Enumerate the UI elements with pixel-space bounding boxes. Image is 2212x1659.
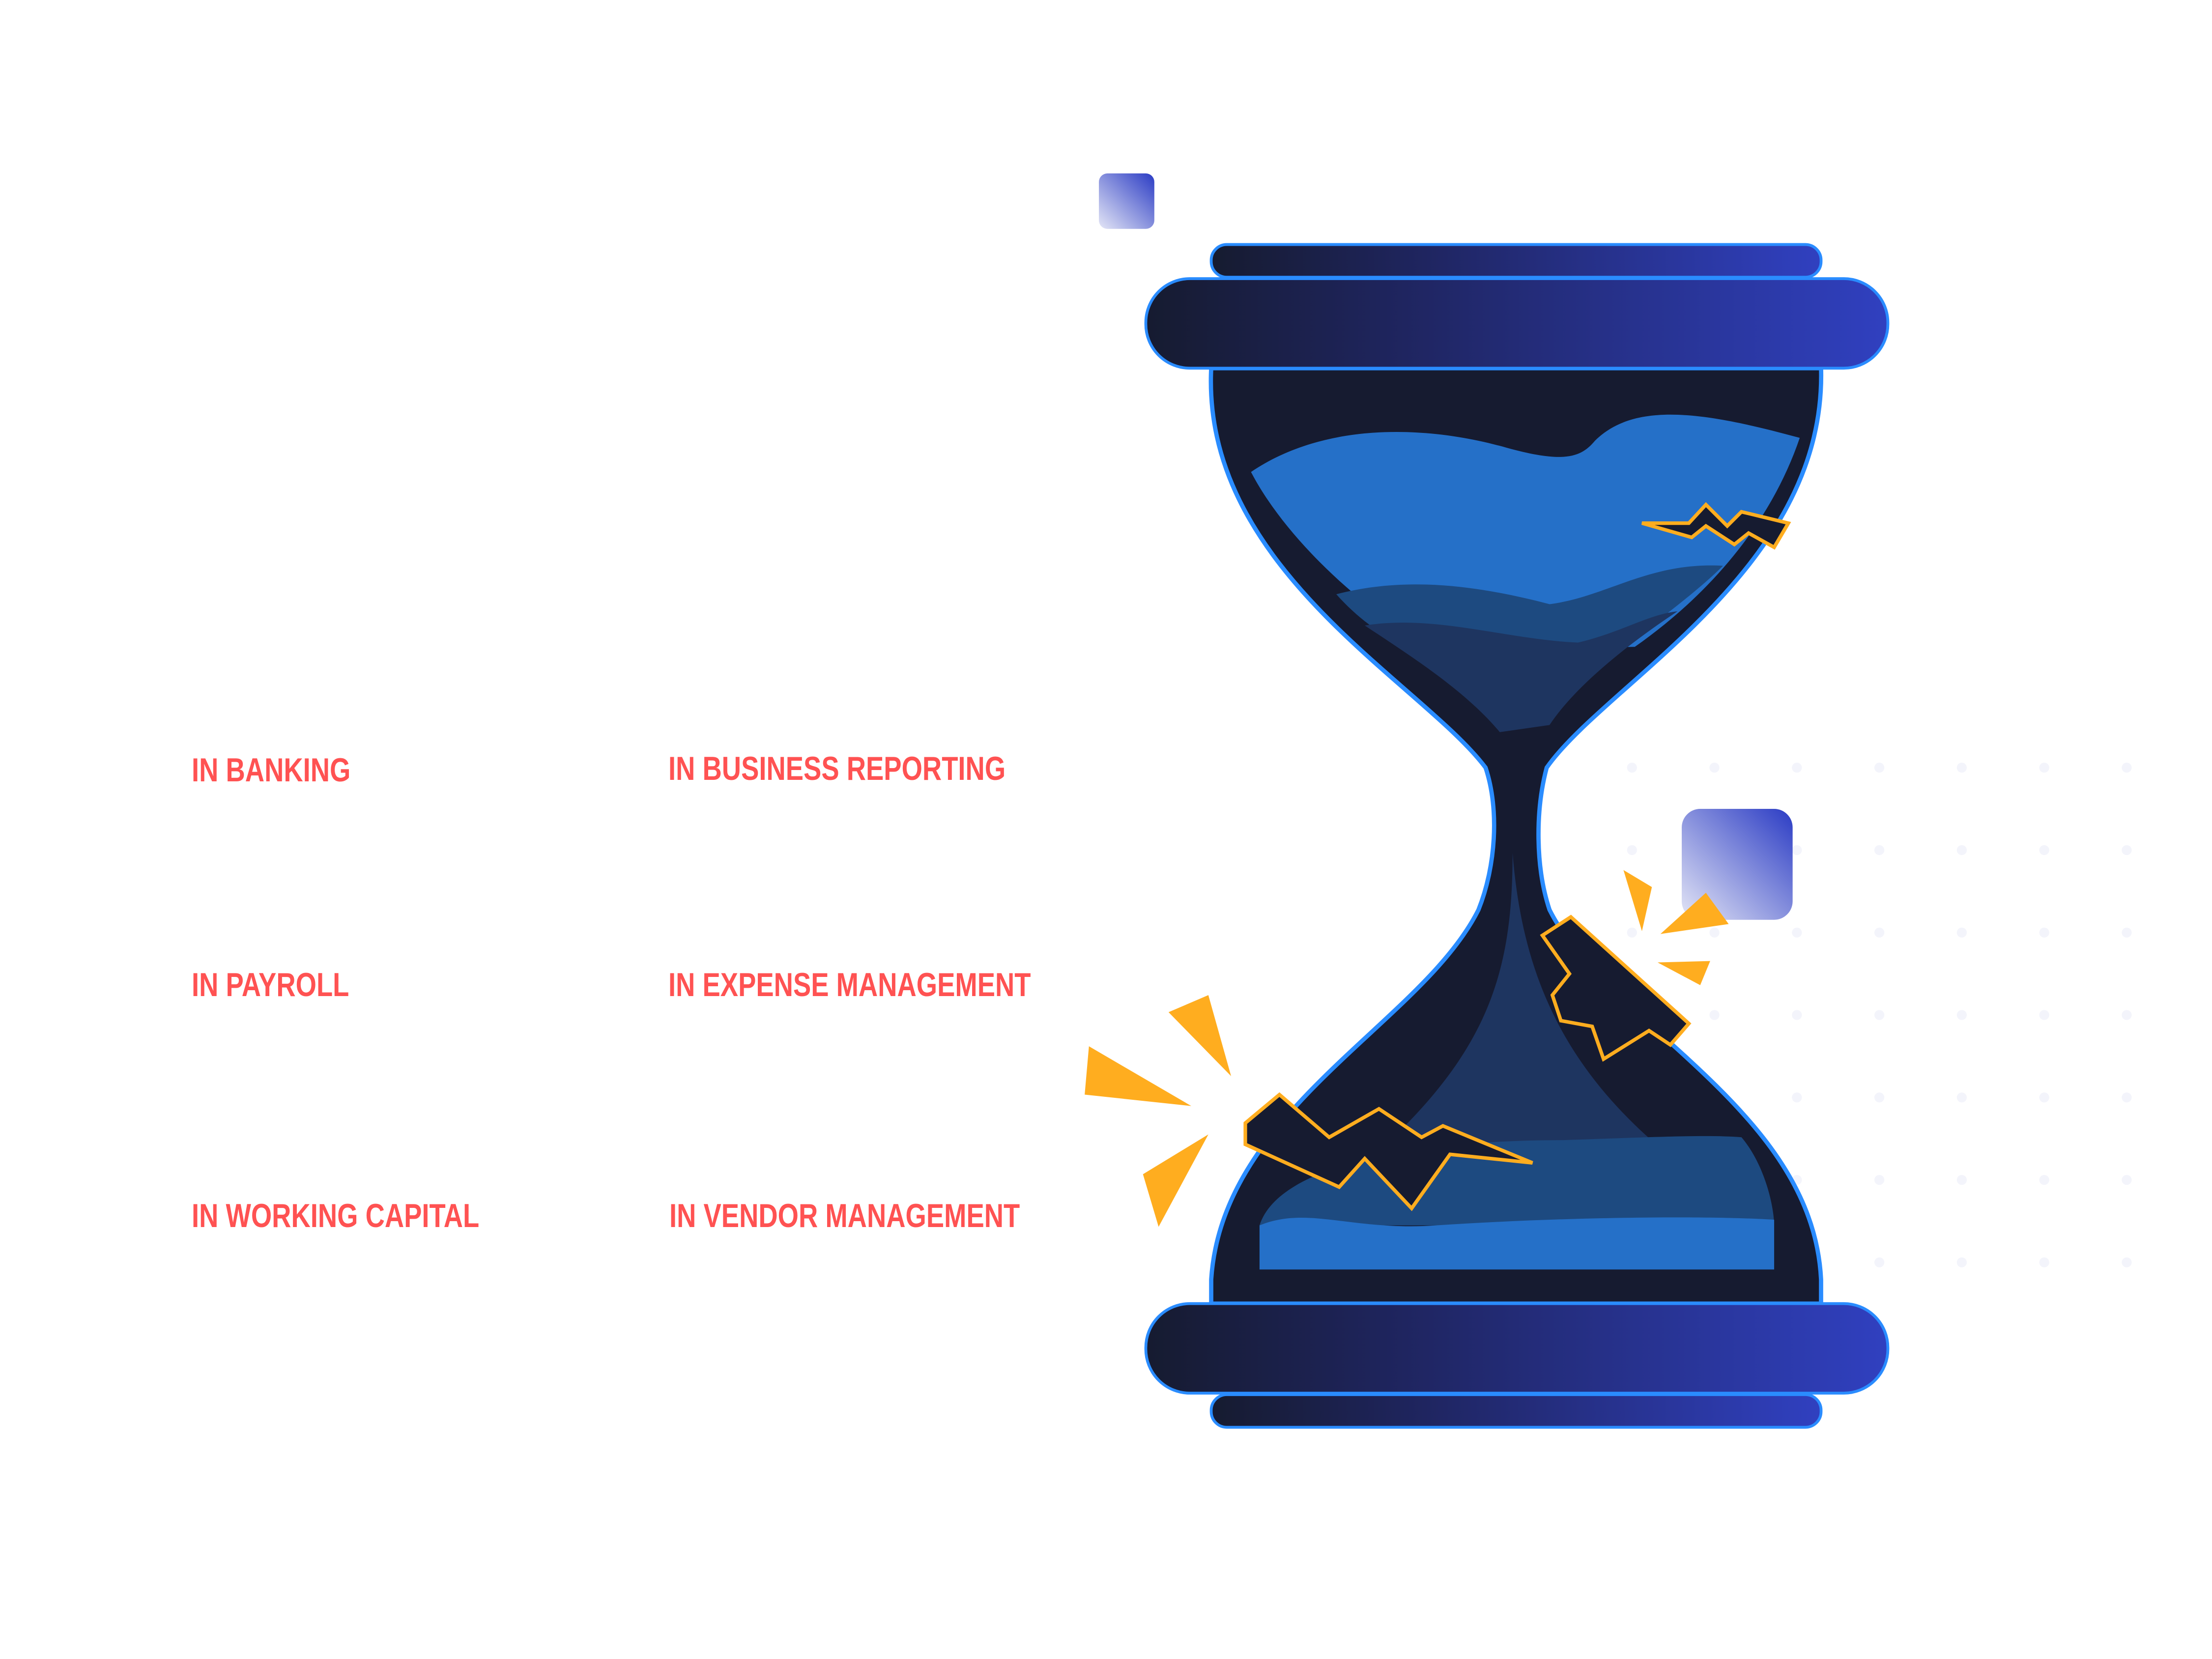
grid-dot	[2122, 845, 2132, 856]
grid-dot	[1956, 845, 1967, 856]
crack-icon	[1243, 1092, 1533, 1211]
label-business-reporting: IN BUSINESS REPORTING	[668, 750, 1006, 787]
grid-dot	[1956, 1257, 1967, 1268]
grid-dot	[1709, 927, 1720, 938]
sand-stream	[1300, 853, 1756, 1216]
grid-dot	[1627, 845, 1637, 856]
label-vendor-management: IN VENDOR MANAGEMENT	[669, 1197, 1020, 1234]
grid-dot	[1874, 845, 1885, 856]
crack-icon	[1641, 502, 1791, 550]
grid-dot	[1956, 1010, 1967, 1020]
grid-dot	[1874, 1257, 1885, 1268]
top-sand-deep	[1364, 611, 1678, 732]
grid-dot	[1627, 927, 1637, 938]
grid-dot	[2039, 845, 2049, 856]
grid-dot	[2039, 1092, 2049, 1103]
grid-dot	[1956, 1092, 1967, 1103]
top-cap	[1144, 277, 1890, 370]
gradient-square-decoration	[1682, 809, 1793, 920]
grid-dot	[1709, 1010, 1720, 1020]
grid-dot	[1627, 763, 1637, 773]
grid-dot	[1956, 927, 1967, 938]
grid-dot	[1792, 763, 1802, 773]
grid-dot	[1874, 1174, 1885, 1185]
grid-dot	[2122, 1092, 2132, 1103]
grid-dot	[1709, 763, 1720, 773]
grid-dot	[1874, 927, 1885, 938]
grid-dot	[2122, 927, 2132, 938]
grid-dot	[1792, 927, 1802, 938]
grid-dot	[1874, 763, 1885, 773]
grid-dot	[2122, 763, 2132, 773]
gradient-square-decoration	[1099, 173, 1154, 229]
bottom-sand	[1259, 1217, 1775, 1270]
spark-icon	[1085, 870, 1729, 1227]
label-payroll: IN PAYROLL	[192, 966, 349, 1003]
grid-dot	[1956, 1174, 1967, 1185]
grid-dot	[1874, 1010, 1885, 1020]
grid-dot	[2039, 927, 2049, 938]
grid-dot	[2039, 1257, 2049, 1268]
grid-dot	[2122, 1010, 2132, 1020]
grid-dot	[2039, 1174, 2049, 1185]
bottom-cap	[1144, 1302, 1890, 1395]
grid-dot	[1874, 1092, 1885, 1103]
grid-dot	[2039, 763, 2049, 773]
label-expense-management: IN EXPENSE MANAGEMENT	[668, 966, 1031, 1003]
label-banking: IN BANKING	[192, 751, 351, 789]
grid-dot	[1956, 763, 1967, 773]
crack-icon	[1540, 915, 1692, 1062]
top-cap-thin	[1209, 243, 1823, 279]
grid-dot	[2122, 1174, 2132, 1185]
bottom-cap-thin	[1209, 1393, 1823, 1429]
label-working-capital: IN WORKING CAPITAL	[192, 1197, 480, 1234]
grid-dot	[2039, 1010, 2049, 1020]
grid-dot	[2122, 1257, 2132, 1268]
grid-dot	[1792, 845, 1802, 856]
grid-dot	[1792, 1092, 1802, 1103]
grid-dot	[1792, 1010, 1802, 1020]
